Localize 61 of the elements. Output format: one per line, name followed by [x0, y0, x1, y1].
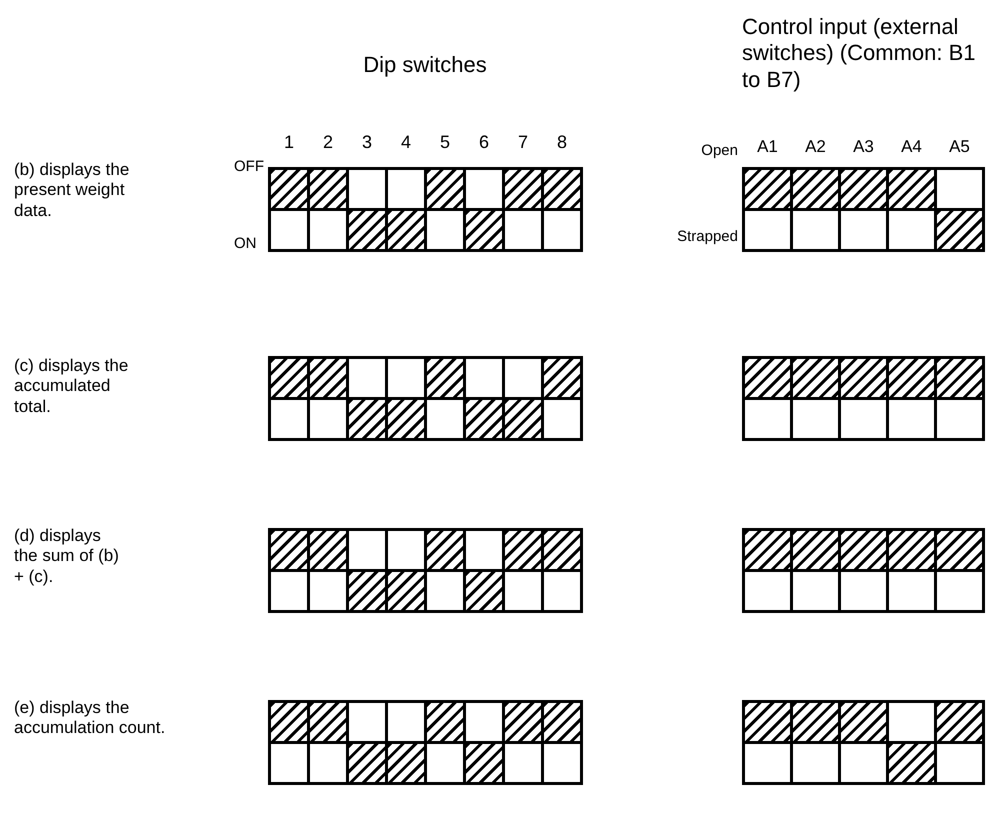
switch-number: 4 [400, 132, 412, 154]
switch-state-label: Open [700, 142, 738, 160]
hatched-switch-cell [463, 569, 505, 613]
hatched-switch-cell [541, 356, 583, 400]
switch-state-label: Strapped [676, 228, 738, 246]
terminal-label: A5 [948, 137, 971, 158]
hatched-switch-cell [463, 741, 505, 785]
terminal-label: A2 [804, 137, 827, 158]
switch-cell [742, 741, 793, 785]
switch-cell [268, 397, 310, 441]
switch-cell [268, 741, 310, 785]
switch-number: 1 [282, 132, 295, 154]
switch-number: 5 [438, 132, 451, 154]
switch-cell [934, 741, 985, 785]
row-description: (e) displays the accumulation count. [14, 698, 166, 739]
hatched-switch-cell [934, 356, 985, 400]
switch-cell [541, 741, 583, 785]
hatched-switch-cell [346, 397, 388, 441]
terminal-label: A4 [900, 137, 923, 158]
hatched-switch-cell [541, 167, 583, 211]
switch-cell [541, 208, 583, 252]
switch-cell [934, 167, 985, 211]
hatched-switch-cell [934, 700, 985, 744]
hatched-switch-cell [934, 528, 985, 572]
switch-cell [541, 397, 583, 441]
heading: Dip switches [362, 52, 488, 78]
hatched-switch-cell [463, 397, 505, 441]
switch-number: 6 [478, 132, 490, 154]
hatched-switch-cell [385, 741, 427, 785]
switch-state-label: ON [234, 235, 258, 253]
hatched-switch-cell [541, 528, 583, 572]
switch-state-label: OFF [234, 158, 264, 176]
switch-number: 2 [322, 132, 334, 154]
switch-number: 3 [360, 132, 373, 154]
heading: Control input (external switches) (Common: B1 to B7) [742, 14, 977, 94]
hatched-switch-cell [385, 569, 427, 613]
hatched-switch-cell [346, 741, 388, 785]
switch-number: 8 [556, 132, 568, 154]
row-description: (b) displays the present weight data. [14, 160, 130, 222]
switch-cell [934, 397, 985, 441]
row-description: (c) displays the accumulated total. [14, 356, 130, 418]
hatched-switch-cell [346, 569, 388, 613]
hatched-switch-cell [502, 397, 544, 441]
hatched-switch-cell [385, 208, 427, 252]
hatched-switch-cell [385, 397, 427, 441]
switch-number: 7 [516, 132, 529, 154]
hatched-switch-cell [934, 208, 985, 252]
terminal-label: A1 [756, 137, 779, 158]
terminal-label: A3 [852, 137, 875, 158]
row-description: (d) displays the sum of (b) + (c). [14, 526, 120, 588]
switch-cell [742, 569, 793, 613]
hatched-switch-cell [541, 700, 583, 744]
switch-cell [934, 569, 985, 613]
hatched-switch-cell [463, 208, 505, 252]
switch-cell [742, 208, 793, 252]
switch-cell [268, 569, 310, 613]
switch-cell [742, 397, 793, 441]
hatched-switch-cell [886, 741, 937, 785]
switch-cell [268, 208, 310, 252]
hatched-switch-cell [346, 208, 388, 252]
switch-cell [541, 569, 583, 613]
